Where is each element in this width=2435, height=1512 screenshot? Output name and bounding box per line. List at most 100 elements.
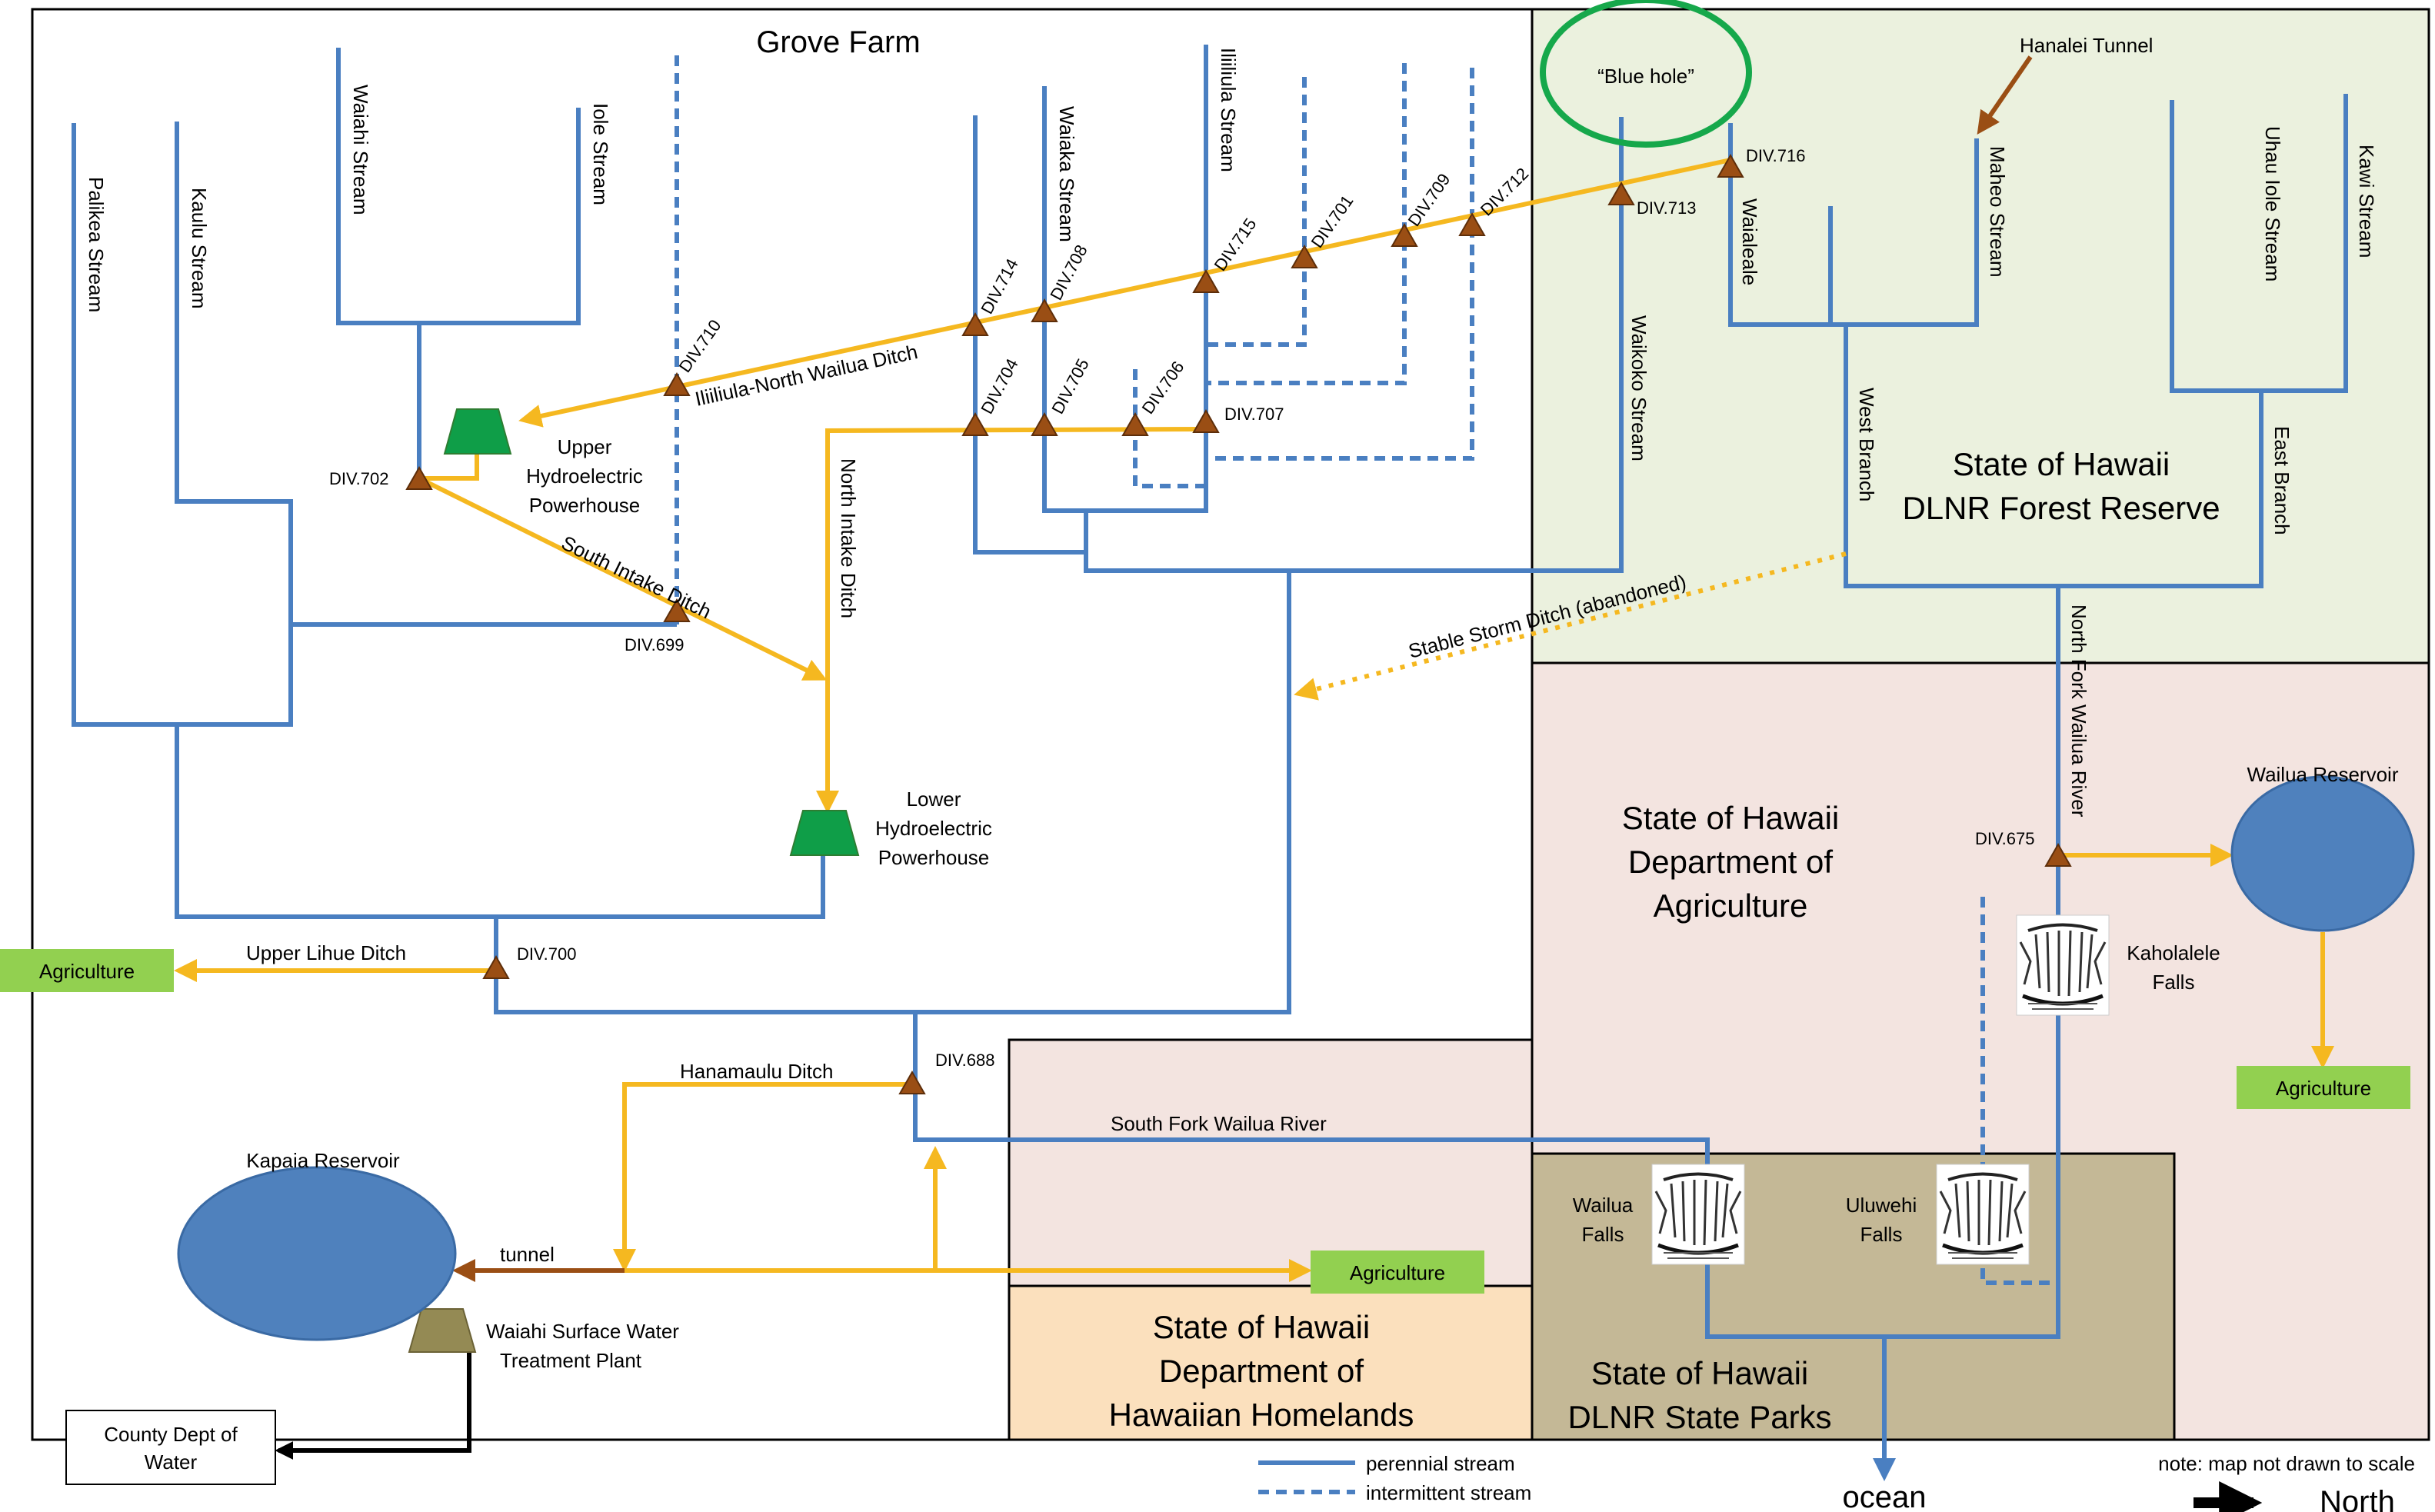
homelands-title-3: Hawaiian Homelands [1109,1397,1414,1433]
label-blue-hole: “Blue hole” [1597,65,1694,88]
label-upper-powerhouse-2: Hydroelectric [526,465,643,488]
treatment-plant-icon [408,1308,477,1353]
diversion-702 [405,465,433,490]
label-upper-powerhouse-3: Powerhouse [529,494,641,517]
label-west-branch: West Branch [1855,388,1878,501]
diversion-675 [2044,842,2072,867]
diversion-707 [1192,408,1220,433]
label-waiaka: Waiaka Stream [1055,106,1078,242]
label-waiahi: Waiahi Stream [349,85,372,215]
county-label-2: Water [145,1450,198,1474]
diversion-705 [1031,411,1058,436]
diversion-716 [1717,153,1744,178]
label-kaholalele-2: Falls [2153,971,2195,994]
label-uluwehi-falls-2: Falls [1860,1223,1903,1246]
label-north-fork: North Fork Wailua River [2067,604,2090,818]
forest-reserve-title-1: State of Hawaii [1953,446,2170,482]
label-wailua-falls-2: Falls [1582,1223,1624,1246]
label-hanamaulu: Hanamaulu Ditch [680,1060,833,1083]
label-uluwehi-falls-1: Uluwehi [1846,1194,1917,1217]
state-parks-title-2: DLNR State Parks [1567,1399,1831,1435]
ditches [174,158,2334,1282]
label-kapaia-reservoir: Kapaia Reservoir [246,1149,400,1172]
diversion-700 [482,954,510,979]
agriculture-label-south: Agriculture [1350,1261,1445,1284]
hanalei-tunnel-arrow [1977,55,2033,135]
label-hanalei-tunnel: Hanalei Tunnel [2020,34,2153,57]
diversion-706 [1121,411,1149,436]
diversion-712 [1458,211,1486,236]
label-ocean: ocean [1843,1480,1927,1512]
lower-powerhouse-icon [789,810,860,856]
label-upper-powerhouse-1: Upper [558,435,612,458]
agriculture-label-east: Agriculture [2276,1077,2371,1100]
forest-reserve-region [1531,8,2430,664]
label-div-702: DIV.702 [329,469,388,488]
county-water-line [275,1347,471,1460]
blue-hole-circle [1540,0,1752,148]
diversion-714 [961,311,989,336]
state-parks-region [1531,1152,2176,1441]
label-lower-powerhouse-2: Hydroelectric [875,817,992,840]
label-lower-powerhouse-1: Lower [907,788,961,811]
wailua-reservoir-icon [2230,775,2415,932]
label-palikea: Palikea Stream [85,177,108,312]
label-wailua-falls-1: Wailua [1573,1194,1634,1217]
diversion-markers [405,153,2072,1094]
diversion-715 [1192,268,1220,293]
label-iliiliula: Iliiliula Stream [1217,48,1240,172]
kaholalele-falls-icon [2017,915,2109,1015]
diversion-701 [1291,244,1318,268]
label-kaulu: Kaulu Stream [188,188,211,309]
label-div-713: DIV.713 [1637,198,1696,218]
diversion-709 [1391,222,1418,247]
agriculture-dept-title-1: State of Hawaii [1622,800,1839,836]
grove-farm-title: Grove Farm [756,25,920,59]
legend-intermittent-label: intermittent stream [1366,1481,1531,1504]
label-div-700: DIV.700 [517,944,576,964]
label-tunnel: tunnel [500,1243,555,1266]
diversion-708 [1031,298,1058,322]
diversion-704 [961,411,989,436]
legend-perennial-label: perennial stream [1366,1452,1515,1475]
label-waikoko: Waikoko Stream [1627,315,1651,461]
homelands-title-1: State of Hawaii [1153,1309,1370,1345]
agriculture-box-east [2237,1066,2410,1109]
diversion-699 [663,598,691,622]
legend: perennial stream intermittent stream not… [1258,1452,2415,1512]
wailua-falls-icon [1652,1164,1744,1264]
diversion-710 [663,371,691,396]
agriculture-dept-title-2: Department of [1628,844,1833,880]
agriculture-box-south [1311,1251,1484,1294]
label-waialeale: Waialeale [1738,198,1761,285]
legend-north-label: North [2320,1485,2395,1512]
agriculture-dept-title-3: Agriculture [1654,888,1808,924]
agriculture-label-west: Agriculture [39,960,135,983]
label-div-675: DIV.675 [1975,829,2034,848]
label-treatment-plant-1: Waiahi Surface Water [486,1320,679,1343]
label-lower-powerhouse-3: Powerhouse [878,846,990,869]
county-box [65,1410,276,1485]
county-label-1: County Dept of [104,1423,238,1446]
uluwehi-falls-icon [1937,1164,2029,1264]
label-div-688: DIV.688 [935,1051,994,1070]
label-treatment-plant-2: Treatment Plant [500,1349,642,1372]
label-wailua-reservoir: Wailua Reservoir [2247,763,2399,786]
label-div-707: DIV.707 [1224,405,1284,424]
label-div-699: DIV.699 [625,635,684,654]
label-kawi: Kawi Stream [2355,145,2378,258]
label-south-fork: South Fork Wailua River [1111,1112,1327,1135]
label-north-intake: North Intake Ditch [837,458,860,618]
forest-reserve-title-2: DLNR Forest Reserve [1902,490,2220,526]
homelands-upper-region [1008,1038,1534,1287]
label-kaholalele-1: Kaholalele [2127,941,2220,964]
label-upper-lihue: Upper Lihue Ditch [246,941,406,964]
label-iole: Iole Stream [589,103,612,205]
upper-powerhouse-icon [443,408,512,455]
homelands-title-2: Department of [1159,1353,1364,1389]
label-maheo: Maheo Stream [1986,146,2009,278]
state-parks-title-1: State of Hawaii [1591,1355,1808,1391]
agriculture-box-west [0,949,174,992]
diversion-713 [1607,181,1635,205]
legend-note: note: map not drawn to scale [2158,1452,2415,1475]
